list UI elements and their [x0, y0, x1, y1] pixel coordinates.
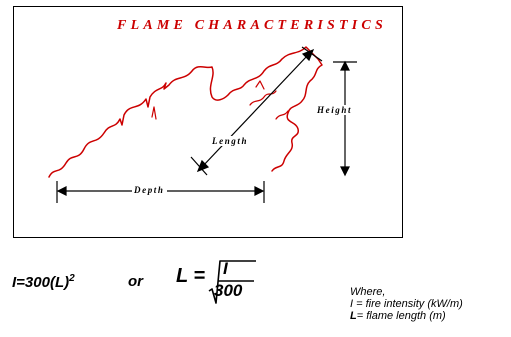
- diagram-frame: FLAME CHARACTERISTICS Height Length Dept…: [13, 6, 403, 238]
- intensity-equation-lhs: I=300(L): [12, 274, 70, 291]
- intensity-equation: I=300(L)2: [12, 273, 75, 291]
- length-label: Length: [210, 136, 251, 146]
- legend-item-length-symbol: L: [350, 310, 357, 322]
- length-equation-denominator: 300: [214, 281, 243, 300]
- legend-item-length: L= flame length (m): [350, 310, 463, 322]
- square-root-sign: [208, 260, 256, 304]
- flame-outline: [48, 46, 323, 178]
- height-label: Height: [315, 105, 355, 115]
- length-equation-numerator: I: [223, 259, 228, 278]
- intensity-equation-exponent: 2: [69, 273, 75, 284]
- variable-legend: Where, I = fire intensity (kW/m) L= flam…: [350, 286, 463, 322]
- legend-item-length-text: = flame length (m): [356, 310, 446, 322]
- legend-heading: Where,: [350, 286, 386, 298]
- legend-item-intensity: I = fire intensity (kW/m): [350, 298, 463, 310]
- length-dimension: [190, 46, 323, 176]
- flame-diagram: [48, 46, 357, 203]
- or-connector: or: [128, 273, 143, 290]
- legend-item-intensity-text: = fire intensity (kW/m): [353, 298, 463, 310]
- flame-inner-lines: [151, 80, 289, 120]
- legend-item-intensity-symbol: I: [350, 298, 354, 310]
- depth-label: Depth: [132, 185, 167, 195]
- length-equation: L = I 300: [176, 259, 266, 307]
- diagram-title: FLAME CHARACTERISTICS: [117, 18, 387, 33]
- height-dimension: [333, 60, 357, 177]
- length-equation-lhs: L =: [176, 265, 206, 287]
